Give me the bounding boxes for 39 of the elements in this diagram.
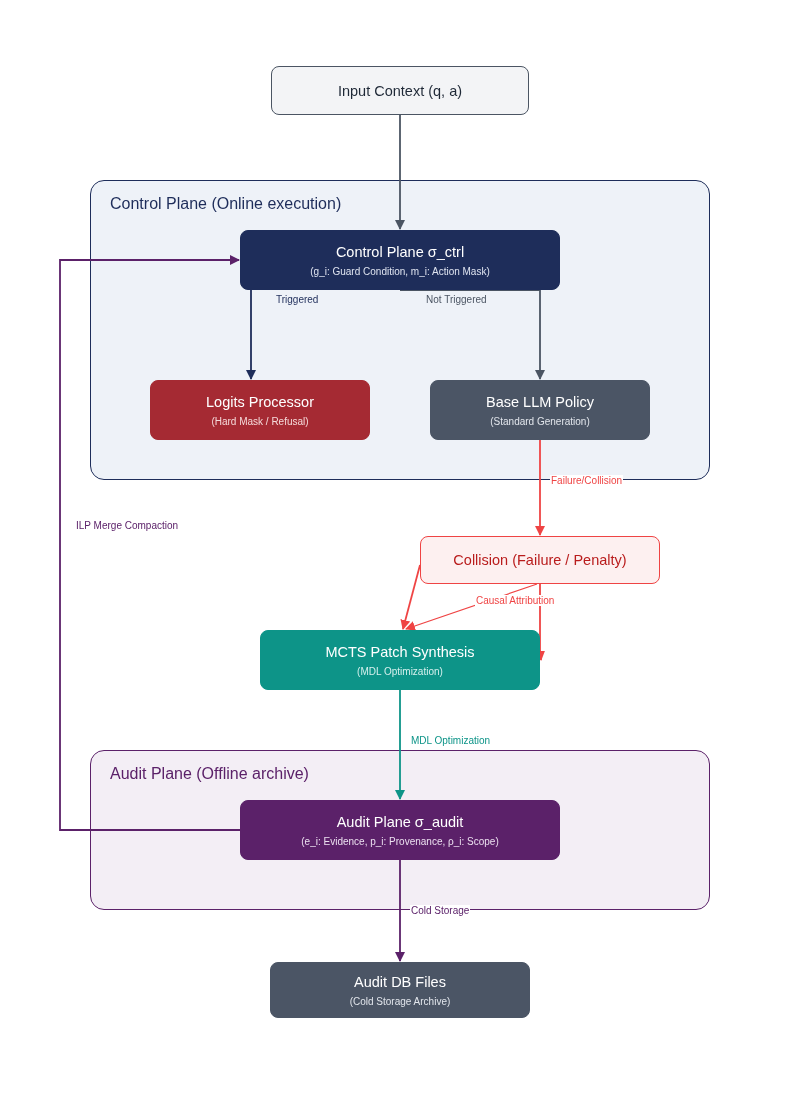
- box-subtitle: (g_i: Guard Condition, m_i: Action Mask): [310, 265, 490, 277]
- box-subtitle: (MDL Optimization): [357, 665, 443, 677]
- edge-label: Triggered: [275, 294, 320, 305]
- edge-label: Causal Attribution: [475, 595, 556, 606]
- box-title: Control Plane σ_ctrl: [335, 243, 465, 260]
- panel-title: Audit Plane (Offline archive): [110, 765, 309, 783]
- box-title: Collision (Failure / Penalty): [453, 552, 627, 568]
- panel-title: Control Plane (Online execution): [110, 195, 342, 213]
- process-box: [240, 230, 560, 290]
- arrow: [535, 439, 545, 536]
- process-box: [430, 380, 650, 440]
- arrow: [246, 289, 256, 380]
- edge-label: Cold Storage: [410, 905, 471, 916]
- box-subtitle: (Standard Generation): [490, 415, 590, 427]
- process-box: [420, 536, 660, 584]
- arrow: [395, 859, 405, 962]
- box-subtitle: (Hard Mask / Refusal): [211, 415, 309, 427]
- arrow: [400, 564, 421, 630]
- box-title: Audit DB Files: [354, 973, 446, 990]
- box-title: Audit Plane σ_audit: [336, 813, 464, 830]
- arrow: [59, 255, 241, 831]
- box-subtitle: (Cold Storage Archive): [349, 995, 451, 1007]
- process-box: [150, 380, 370, 440]
- arrow: [395, 689, 405, 800]
- box-title: Logits Processor: [206, 393, 314, 410]
- process-box: [271, 66, 529, 115]
- box-title: Base LLM Policy: [486, 393, 594, 410]
- arrow: [399, 289, 545, 380]
- process-box: [240, 800, 560, 860]
- edge-label: MDL Optimization: [410, 735, 492, 746]
- process-box: [270, 962, 530, 1018]
- edge-label: ILP Merge Compaction: [75, 520, 180, 531]
- arrow: [395, 114, 405, 230]
- process-box: [260, 630, 540, 690]
- box-subtitle: (e_i: Evidence, p_i: Provenance, ρ_i: Scope): [301, 835, 499, 847]
- edge-label: Not Triggered: [425, 294, 488, 305]
- edge-label: Failure/Collision: [550, 475, 624, 486]
- box-title: MCTS Patch Synthesis: [325, 643, 475, 660]
- box-title: Input Context (q, a): [337, 82, 463, 99]
